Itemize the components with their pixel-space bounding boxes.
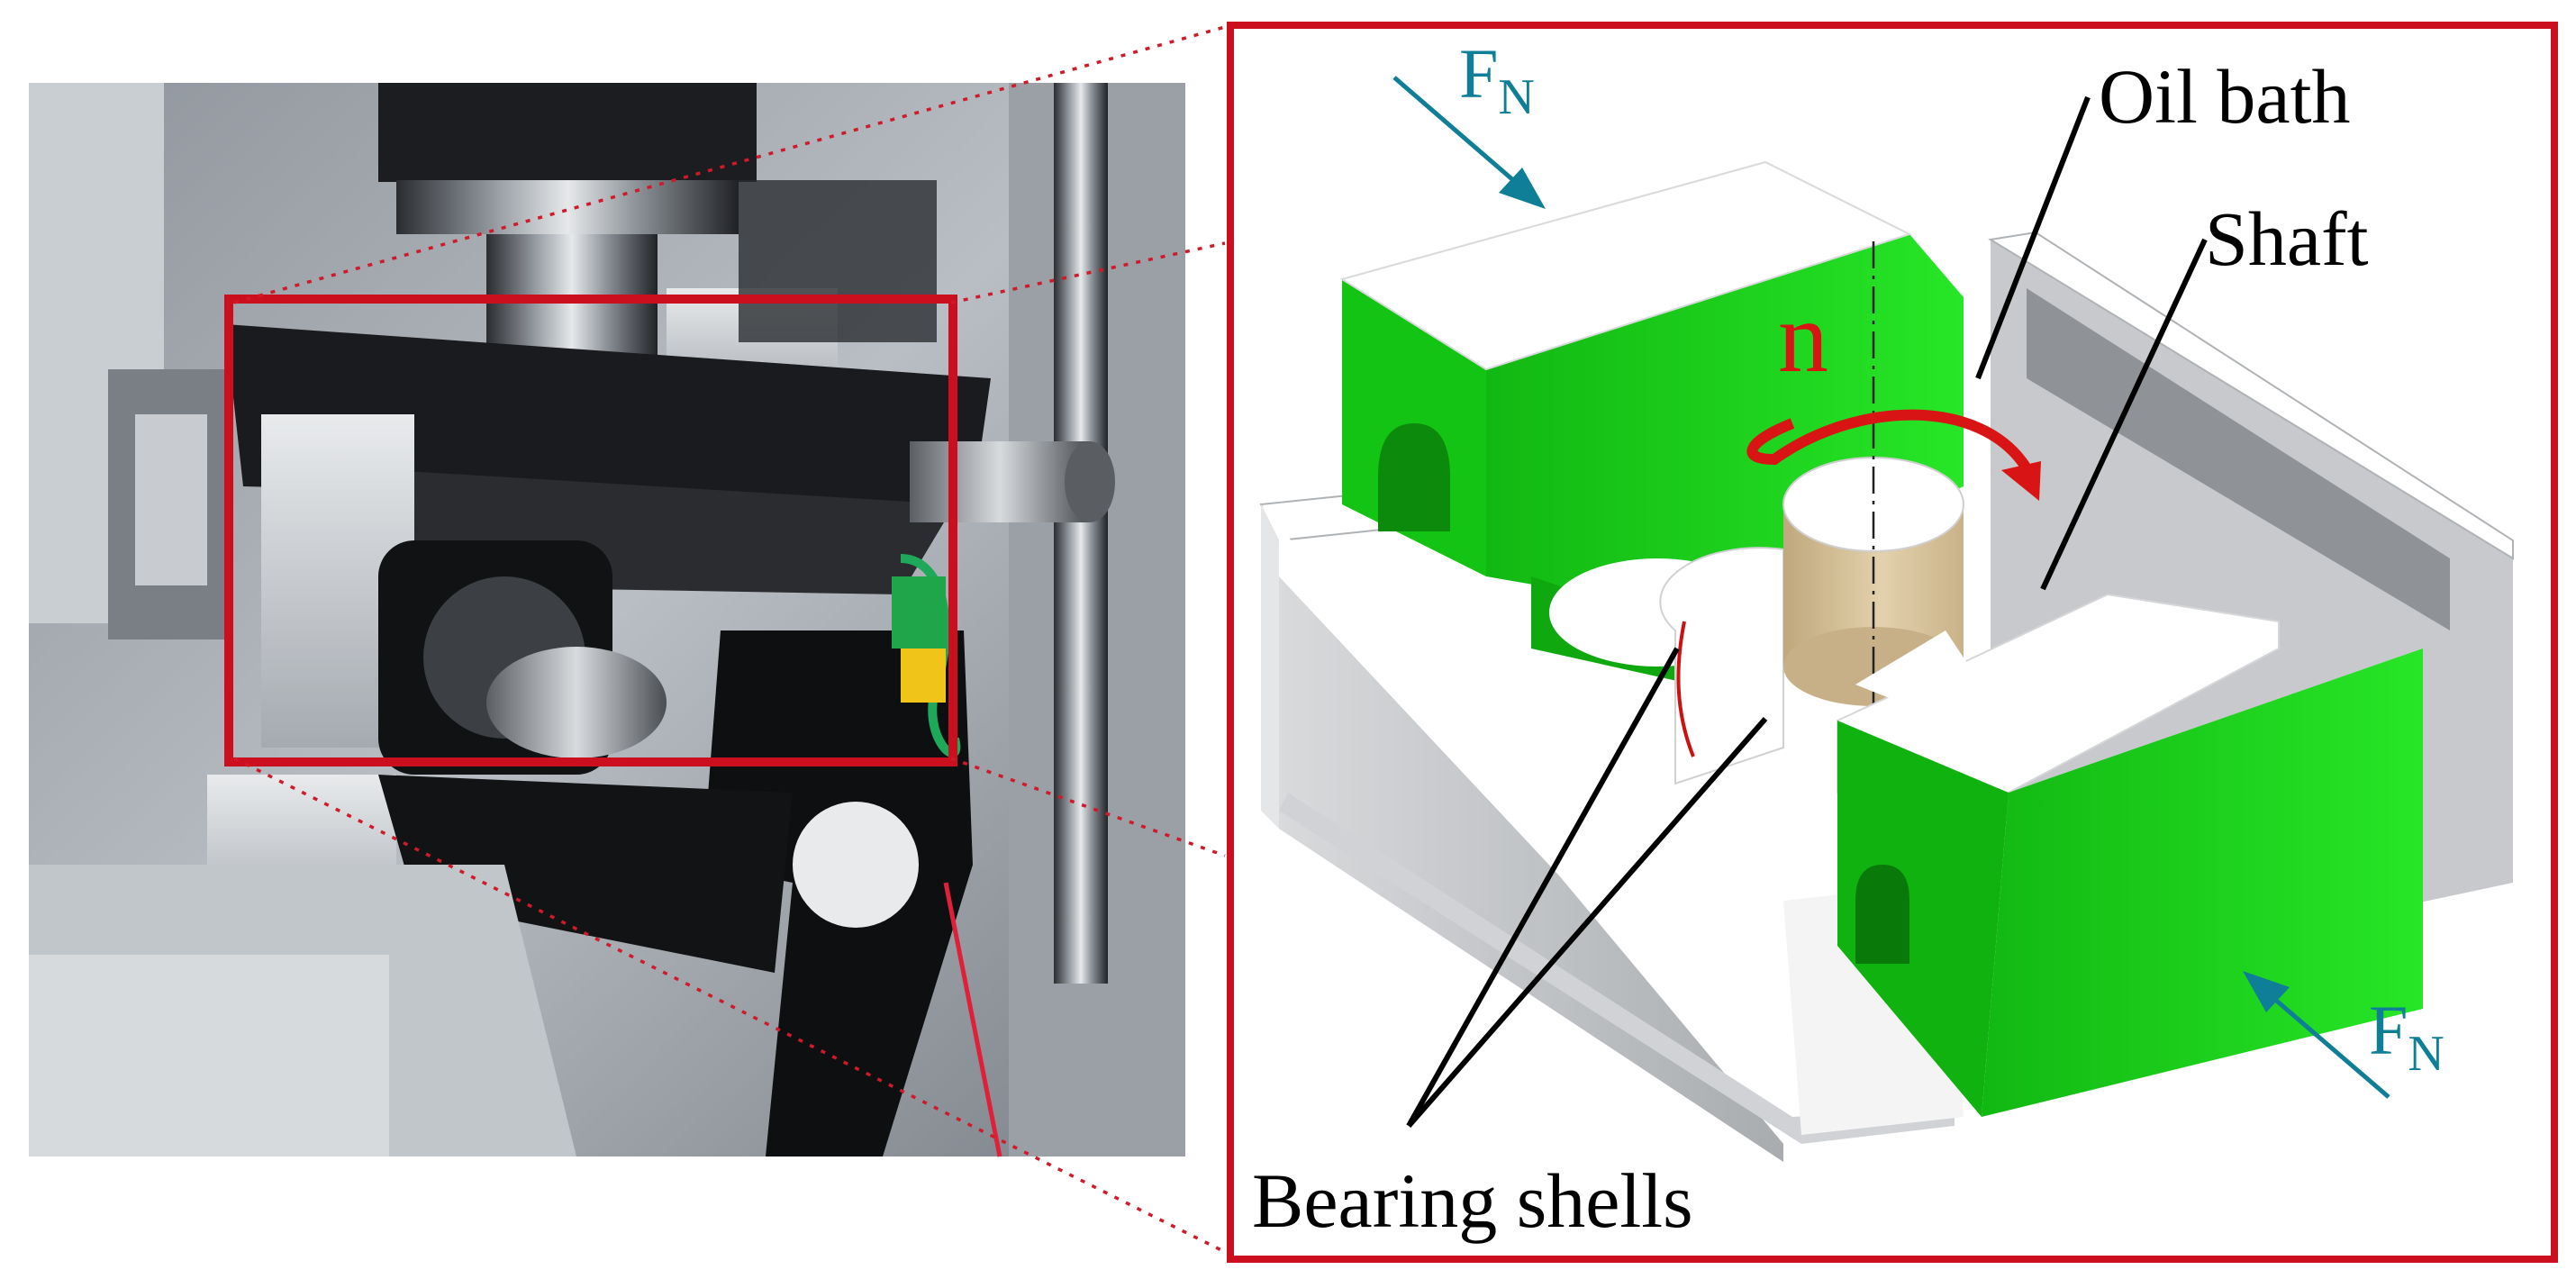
bearing-shell-lower — [1837, 593, 2423, 1117]
shaft-label: Shaft — [2205, 195, 2369, 282]
cad-detail-panel: n FN FN Oil bath Shaft Bearing shells — [1227, 22, 2558, 1263]
force-arrow-bottom — [2243, 971, 2390, 1099]
bearing-shells-label: Bearing shells — [1252, 1157, 1693, 1244]
force-arrow-top — [1392, 76, 1546, 209]
oil-bath-label: Oil bath — [2099, 53, 2350, 140]
zoom-connector-lines — [233, 25, 1226, 1254]
zoom-region-frame — [224, 295, 957, 766]
shell-edge-highlight — [1676, 621, 1695, 757]
force-label-top: FN — [1459, 34, 1535, 125]
force-label-bottom: FN — [2369, 991, 2444, 1082]
test-rig-photo — [29, 83, 1185, 1157]
rotation-speed-label: n — [1778, 282, 1828, 394]
rotation-arrow — [1746, 409, 2041, 501]
leader-lines — [1406, 95, 2208, 1128]
